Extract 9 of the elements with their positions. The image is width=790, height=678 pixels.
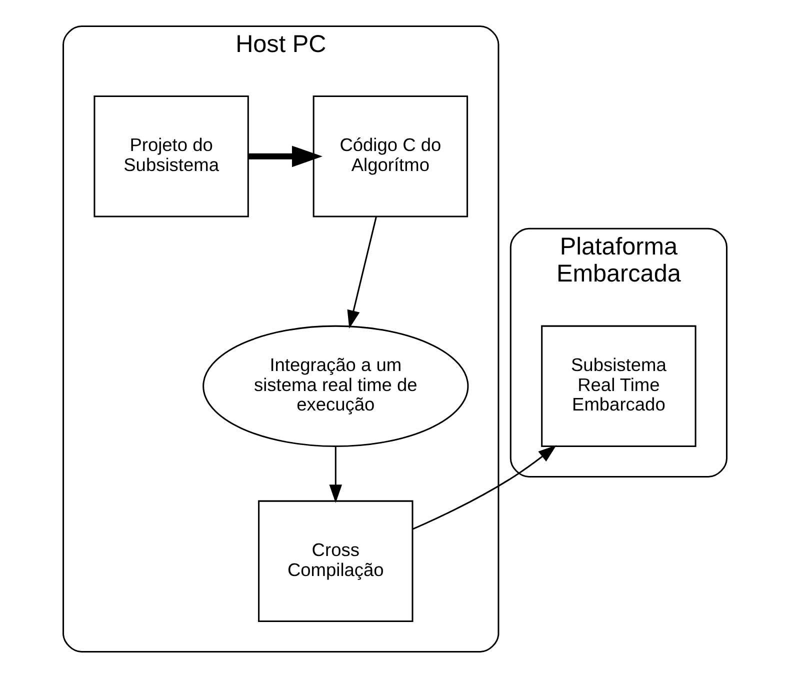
node-ellipse: Integração a um sistema real time de execução (202, 325, 469, 448)
arrow (347, 216, 377, 329)
node-box: Cross Compilação (258, 500, 414, 622)
arrow (248, 146, 322, 168)
node-box: Código C do Algorítmo (312, 96, 468, 218)
node-box: Subsistema Real Time Embarcado (541, 325, 696, 448)
node-box: Projeto do Subsistema (94, 96, 249, 218)
arrow (412, 445, 556, 530)
arrow (329, 446, 342, 503)
